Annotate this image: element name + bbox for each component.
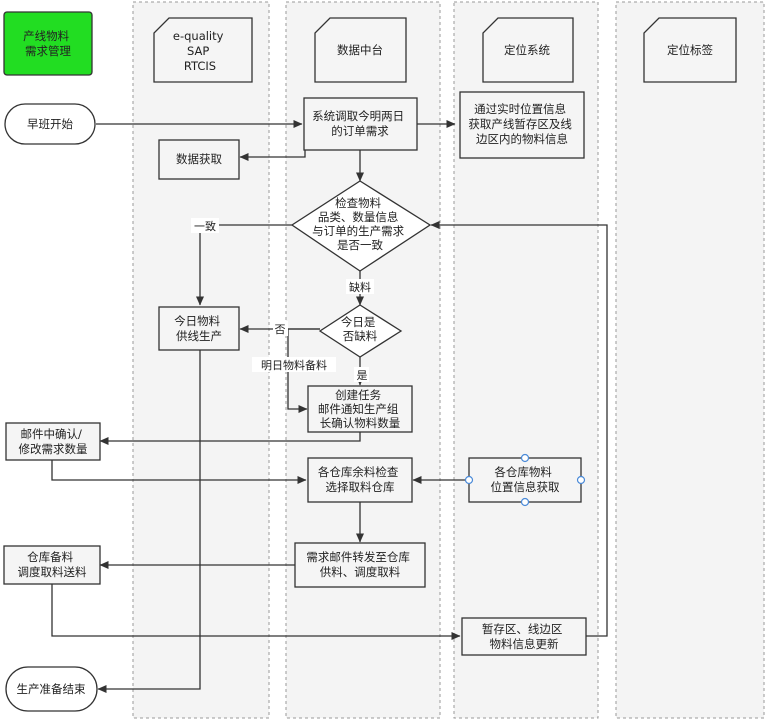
svg-text:邮件中确认/ 修改需求数量: 邮件中确认/ 修改需求数量 — [19, 427, 88, 456]
node-check-consistency: 检查物料 品类、数量信息 与订单的生产需求 是否一致 — [290, 180, 432, 272]
node-email-confirm: 邮件中确认/ 修改需求数量 — [5, 422, 101, 461]
node-call-orders: 系统调取今明两日 的订单需求 — [303, 97, 418, 151]
svg-text:数据中台: 数据中台 — [337, 43, 383, 57]
diagram-title-box: 产线物料 需求管理 — [3, 11, 93, 76]
selection-handle-top[interactable] — [520, 453, 530, 463]
edge-label-no: 否 — [273, 321, 288, 336]
svg-text:仓库备料 调度取料送料: 仓库备料 调度取料送料 — [18, 550, 87, 579]
svg-text:检查物料 品类、数量信息 与订单的生: 检查物料 品类、数量信息 与订单的生产需求 是否一致 — [312, 196, 408, 252]
node-data-fetch: 数据获取 — [158, 139, 240, 180]
lane-equality — [132, 1, 270, 719]
svg-text:定位系统: 定位系统 — [504, 43, 550, 57]
svg-text:暂存区、线边区 物料信息更新: 暂存区、线边区 物料信息更新 — [482, 622, 566, 651]
svg-text:今日物料 供线生产: 今日物料 供线生产 — [174, 314, 224, 343]
node-create-task: 创建任务 邮件通知生产组 长确认物料数量 — [307, 385, 413, 433]
svg-text:系统调取今明两日 的订单需求: 系统调取今明两日 的订单需求 — [312, 109, 408, 138]
diagram-title: 产线物料 需求管理 — [23, 29, 73, 58]
svg-text:需求邮件转发至仓库 供料、调度取料: 需求邮件转发至仓库 供料、调度取料 — [306, 550, 413, 579]
lane-tags — [615, 1, 765, 719]
selection-handle-left[interactable] — [464, 475, 474, 485]
selection-handle-right[interactable] — [576, 475, 586, 485]
lane-header-positioning: 定位系统 — [482, 17, 574, 83]
svg-text:通过实时位置信息 获取产线暂存区及线: 通过实时位置信息 获取产线暂存区及线 边区内的物料信息 — [468, 102, 575, 146]
svg-text:各仓库余料检查 选择取料仓库: 各仓库余料检查 选择取料仓库 — [318, 465, 402, 494]
node-warehouse-check: 各仓库余料检查 选择取料仓库 — [307, 457, 413, 503]
svg-text:缺料: 缺料 — [349, 280, 371, 294]
node-warehouse-positions[interactable]: 各仓库物料 位置信息获取 — [464, 453, 586, 507]
svg-text:早班开始: 早班开始 — [27, 117, 73, 131]
connectors — [51, 120, 608, 693]
svg-text:今日是 否缺料: 今日是 否缺料 — [341, 315, 379, 343]
svg-text:否: 否 — [275, 323, 286, 336]
node-get-positions: 通过实时位置信息 获取产线暂存区及线 边区内的物料信息 — [459, 91, 585, 159]
selection-handle-bottom[interactable] — [520, 497, 530, 507]
lane-header-datacenter: 数据中台 — [314, 17, 407, 83]
node-warehouse-prep: 仓库备料 调度取料送料 — [3, 545, 101, 585]
node-today-supply: 今日物料 供线生产 — [158, 306, 240, 351]
node-forward-email: 需求邮件转发至仓库 供料、调度取料 — [294, 542, 426, 588]
node-start: 早班开始 — [4, 103, 96, 145]
svg-text:是: 是 — [357, 369, 368, 382]
node-end: 生产准备结束 — [5, 666, 98, 712]
svg-text:生产准备结束: 生产准备结束 — [17, 682, 86, 696]
svg-text:创建任务 邮件通知生产组 长确认物料: 创建任务 邮件通知生产组 长确认物料数量 — [318, 388, 402, 430]
svg-text:定位标签: 定位标签 — [667, 43, 713, 57]
node-update-info: 暂存区、线边区 物料信息更新 — [461, 617, 587, 656]
edge-label-consistent: 一致 — [191, 218, 219, 233]
lane-header-equality: e-quality SAP RTCIS — [153, 17, 253, 83]
node-today-shortage: 今日是 否缺料 — [318, 304, 403, 358]
edge-label-shortage: 缺料 — [346, 279, 374, 294]
svg-text:各仓库物料 位置信息获取: 各仓库物料 位置信息获取 — [491, 465, 560, 494]
svg-text:明日物料备料: 明日物料备料 — [261, 358, 327, 372]
lane-header-tags: 定位标签 — [643, 17, 737, 83]
edge-label-yes: 是 — [354, 367, 369, 382]
svg-text:一致: 一致 — [194, 219, 216, 233]
svg-text:数据获取: 数据获取 — [176, 152, 222, 166]
svg-text:e-quality SAP RTCI: e-quality SAP RTCIS — [173, 29, 227, 73]
edge-label-tomorrow-prep: 明日物料备料 — [252, 357, 336, 372]
